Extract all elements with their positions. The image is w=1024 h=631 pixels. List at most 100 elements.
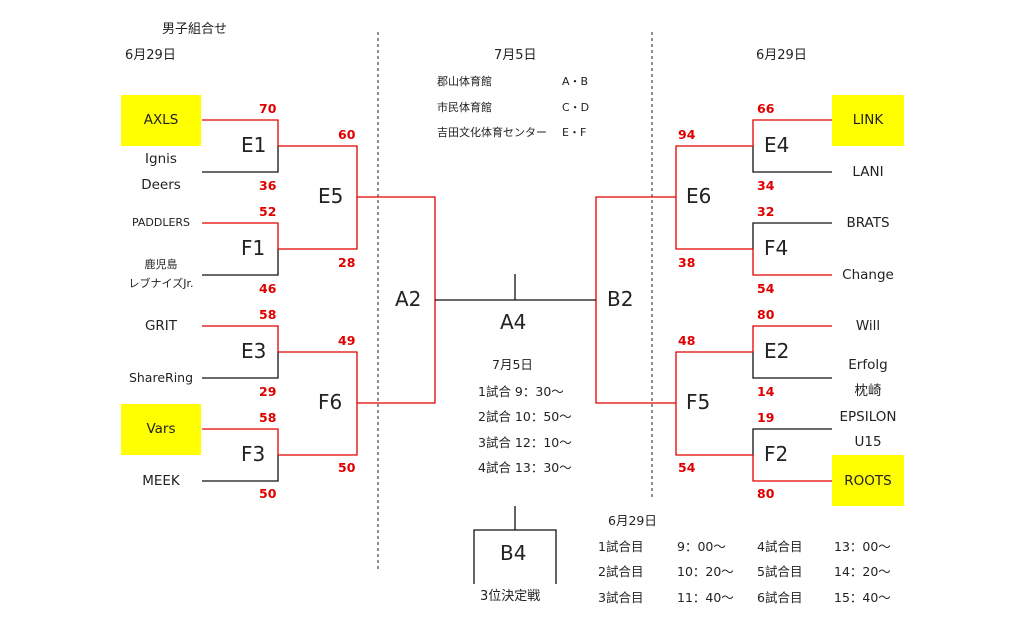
team-lani: LANI [852,164,884,180]
highlight-roots [832,455,904,506]
team-deers: Deers [141,177,181,193]
bracket-f4 [752,222,832,276]
match-e5: E5 [318,184,344,208]
team-axls: AXLS [143,112,179,128]
day1-game: 2試合目 [598,564,644,579]
match-e4: E4 [764,133,790,157]
final-schedule-row: 4試合 13：30～ [478,460,572,475]
day1-time: 11：40～ [677,590,734,605]
score-meek: 50 [259,486,277,501]
venue-courts: A・B [562,75,589,88]
bracket-e4 [752,119,832,173]
day1-schedule-date: 6月29日 [608,513,657,528]
page-title: 男子組合せ [162,22,228,37]
bracket-f5 [675,351,753,456]
highlight-axls [121,95,201,146]
date-center: 7月5日 [494,48,537,63]
match-f3: F3 [241,442,266,466]
match-f6: F6 [318,390,343,414]
team-vars: Vars [146,421,176,437]
final-schedule-row: 3試合 12：10～ [478,435,572,450]
score-sharering: 29 [259,384,277,399]
final-schedule-row: 1試合 9：30～ [478,384,564,399]
score-e5-top: 60 [338,127,356,142]
match-e2: E2 [764,339,790,363]
venue-name: 市民体育館 [437,101,492,114]
score-lani: 34 [757,178,775,193]
score-roots: 80 [757,486,775,501]
bracket-e3 [202,325,279,379]
bracket-e6 [675,145,753,250]
team-epsilon: EPSILON [839,409,897,425]
team-erfolg: Erfolg [848,357,888,373]
team-grit: GRIT [144,318,178,334]
team-kagoshima-line1: 鹿児島 [144,258,178,271]
match-f4: F4 [764,236,789,260]
match-a2: A2 [395,287,422,311]
bracket-f3 [202,428,279,482]
bracket-a2 [357,196,436,404]
match-e1: E1 [241,133,267,157]
day1-game: 5試合目 [757,564,803,579]
highlight-link [832,95,904,146]
bracket-f2 [752,428,832,482]
score-grit: 58 [259,307,277,322]
third-place-box [473,506,557,584]
score-kagoshima: 46 [259,281,277,296]
venue-name: 吉田文化体育センター [437,126,547,139]
venue-courts: C・D [562,101,590,114]
match-f1: F1 [241,236,266,260]
score-f6-bottom: 50 [338,460,356,475]
bracket-f6 [278,351,358,456]
score-link: 66 [757,101,775,116]
team-change: Change [842,267,894,283]
date-right: 6月29日 [756,48,807,63]
score-f5-bottom: 54 [678,460,696,475]
team-paddlers: PADDLERS [131,216,191,229]
score-e5-bottom: 28 [338,255,356,270]
score-f6-top: 49 [338,333,356,348]
day1-time: 10：20～ [677,564,734,579]
bracket-final [435,274,596,301]
team-kagoshima-line2: レブナイズJr. [128,277,194,290]
team-ignis: Ignis [145,151,177,167]
team-roots: ROOTS [844,473,892,489]
day1-time: 9：00～ [677,539,726,554]
score-will: 80 [757,307,775,322]
third-place-label: 3位決定戦 [480,589,541,604]
score-paddlers: 52 [259,204,277,219]
highlight-vars [121,404,201,455]
score-makurazaki: 14 [757,384,775,399]
score-change: 54 [757,281,775,296]
bracket-e5 [278,145,358,250]
team-makurazaki: 枕崎 [854,383,882,399]
score-epsilon: 19 [757,410,775,425]
bracket-f1 [202,222,279,276]
team-u15: U15 [854,434,882,450]
team-meek: MEEK [142,473,180,489]
match-e3: E3 [241,339,267,363]
score-deers: 36 [259,178,277,193]
venue-courts: E・F [562,126,587,139]
match-e6: E6 [686,184,712,208]
bracket-b2 [595,196,676,404]
team-brats: BRATS [846,215,890,231]
bracket-e2 [752,325,832,379]
team-link: LINK [852,112,884,128]
match-f5: F5 [686,390,711,414]
score-brats: 32 [757,204,775,219]
score-vars: 58 [259,410,277,425]
venue-name: 郡山体育館 [437,75,492,88]
day1-time: 15：40～ [834,590,891,605]
team-will: Will [855,318,881,334]
match-b2: B2 [607,287,634,311]
match-b4: B4 [500,541,527,565]
day1-time: 14：20～ [834,564,891,579]
date-left: 6月29日 [125,48,176,63]
final-schedule-date: 7月5日 [492,357,533,372]
score-e6-bottom: 38 [678,255,696,270]
score-e6-top: 94 [678,127,696,142]
score-f5-top: 48 [678,333,696,348]
final-schedule-row: 2試合 10：50～ [478,409,572,424]
